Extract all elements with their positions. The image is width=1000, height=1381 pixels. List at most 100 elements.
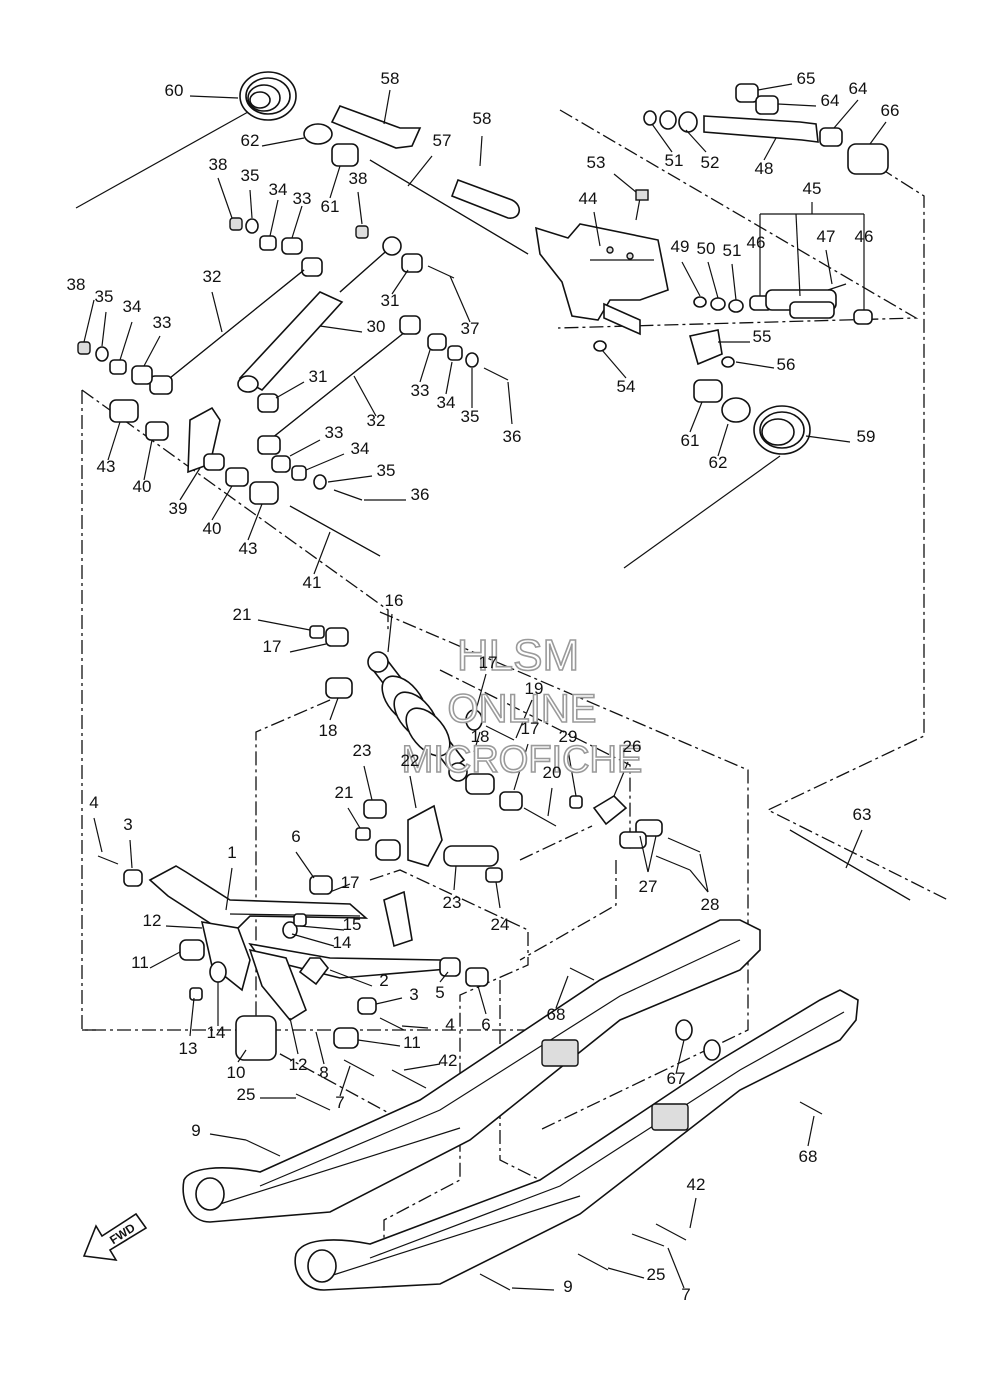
washer-49 xyxy=(693,296,707,308)
callout-7b: 7 xyxy=(681,1285,690,1304)
bolt-9b xyxy=(479,1273,511,1291)
callout-46b: 46 xyxy=(855,227,874,246)
bushing-10 xyxy=(235,1015,277,1061)
collar-66 xyxy=(847,143,889,175)
callout-17b: 17 xyxy=(479,653,498,672)
watermark-line2: ONLINE xyxy=(448,687,597,731)
bushing-17c xyxy=(499,791,523,811)
nut-21a xyxy=(309,625,325,639)
callout-50: 50 xyxy=(697,239,716,258)
pin-23b xyxy=(443,845,499,867)
callout-14b: 14 xyxy=(207,1023,226,1042)
bracket-22 xyxy=(407,804,443,867)
callout-24: 24 xyxy=(491,915,510,934)
pin-23a xyxy=(363,799,387,819)
shaft-63 xyxy=(789,829,911,901)
torsion-spring-60 xyxy=(75,71,297,209)
callout-52: 52 xyxy=(701,153,720,172)
callout-58b: 58 xyxy=(473,109,492,128)
arm-1 xyxy=(148,865,369,938)
bolt-68b xyxy=(799,1101,823,1115)
bolt-28a xyxy=(667,837,701,853)
washer-35a xyxy=(245,218,259,234)
callout-59: 59 xyxy=(857,427,876,446)
callout-55: 55 xyxy=(753,327,772,346)
bushing-43b xyxy=(249,481,279,505)
washer-67a xyxy=(675,1019,693,1041)
callout-61a: 61 xyxy=(321,197,340,216)
washer-14a xyxy=(209,961,227,983)
callout-34d: 34 xyxy=(351,439,370,458)
callout-33a: 33 xyxy=(293,189,312,208)
callout-8: 8 xyxy=(319,1063,328,1082)
washer-35b xyxy=(95,346,109,362)
bracket-15 xyxy=(383,890,413,948)
spacer-6a xyxy=(309,875,333,895)
washer-34c xyxy=(447,345,463,361)
callout-11b: 11 xyxy=(403,1033,421,1052)
bolt-7b xyxy=(631,1233,665,1247)
callout-34b: 34 xyxy=(123,297,142,316)
callout-18a: 18 xyxy=(319,721,338,740)
bolt-53 xyxy=(635,197,641,221)
callout-53: 53 xyxy=(587,153,606,172)
nut-13 xyxy=(189,987,203,1001)
shaft-48 xyxy=(703,115,819,143)
callout-35d: 35 xyxy=(377,461,396,480)
watermark-line1: HLSM xyxy=(457,631,579,680)
nut-38c xyxy=(77,341,91,355)
spacer-near-39 xyxy=(203,453,225,471)
shock-absorber-16 xyxy=(367,651,468,782)
callout-64a: 64 xyxy=(821,91,840,110)
callout-28: 28 xyxy=(701,895,720,914)
callout-37: 37 xyxy=(461,319,480,338)
callout-31a: 31 xyxy=(381,291,400,310)
collar-33c xyxy=(427,333,447,351)
callout-65: 65 xyxy=(797,69,816,88)
fwd-arrow-icon: FWD xyxy=(82,1212,148,1261)
bolt-19 xyxy=(485,725,515,741)
collar-33a xyxy=(281,237,303,255)
spacer-6b xyxy=(465,967,489,987)
collar-24 xyxy=(485,867,503,883)
spacer-18b xyxy=(465,773,495,795)
bushing-43a xyxy=(109,399,139,423)
callout-4b: 4 xyxy=(445,1015,454,1034)
callout-61b: 61 xyxy=(681,431,700,450)
bolt-53-head xyxy=(635,189,649,201)
bracket-44 xyxy=(535,223,669,336)
callout-3b: 3 xyxy=(409,985,418,1004)
callout-43b: 43 xyxy=(239,539,258,558)
callout-19: 19 xyxy=(525,679,544,698)
callout-48: 48 xyxy=(755,159,774,178)
bushing-58b xyxy=(450,178,520,219)
callout-33d: 33 xyxy=(325,423,344,442)
callout-18b: 18 xyxy=(471,727,490,746)
callout-62b: 62 xyxy=(709,453,728,472)
washer-51a xyxy=(643,110,657,126)
callout-2: 2 xyxy=(379,971,388,990)
plate-12b xyxy=(248,948,307,1022)
nut-15 xyxy=(293,913,307,927)
washer-34a xyxy=(259,235,277,251)
rear-shock-assembly xyxy=(309,625,911,901)
callout-26: 26 xyxy=(623,737,642,756)
callout-5: 5 xyxy=(435,983,444,1002)
bushing-17d xyxy=(375,839,401,861)
bushing-40b xyxy=(225,467,249,487)
collar-61b xyxy=(693,379,723,403)
collar-left-end xyxy=(149,375,173,395)
callout-35c: 35 xyxy=(461,407,480,426)
callout-21b: 21 xyxy=(335,783,354,802)
shock-absorber-30 xyxy=(237,236,402,393)
callout-38a: 38 xyxy=(209,155,228,174)
callout-10: 10 xyxy=(227,1063,246,1082)
callout-31b: 31 xyxy=(309,367,328,386)
rod-32-lower xyxy=(261,327,411,447)
callout-27: 27 xyxy=(639,877,658,896)
callout-33c: 33 xyxy=(411,381,430,400)
callout-29: 29 xyxy=(559,727,578,746)
bracket-55 xyxy=(688,329,723,366)
bushing-58a xyxy=(330,105,422,149)
